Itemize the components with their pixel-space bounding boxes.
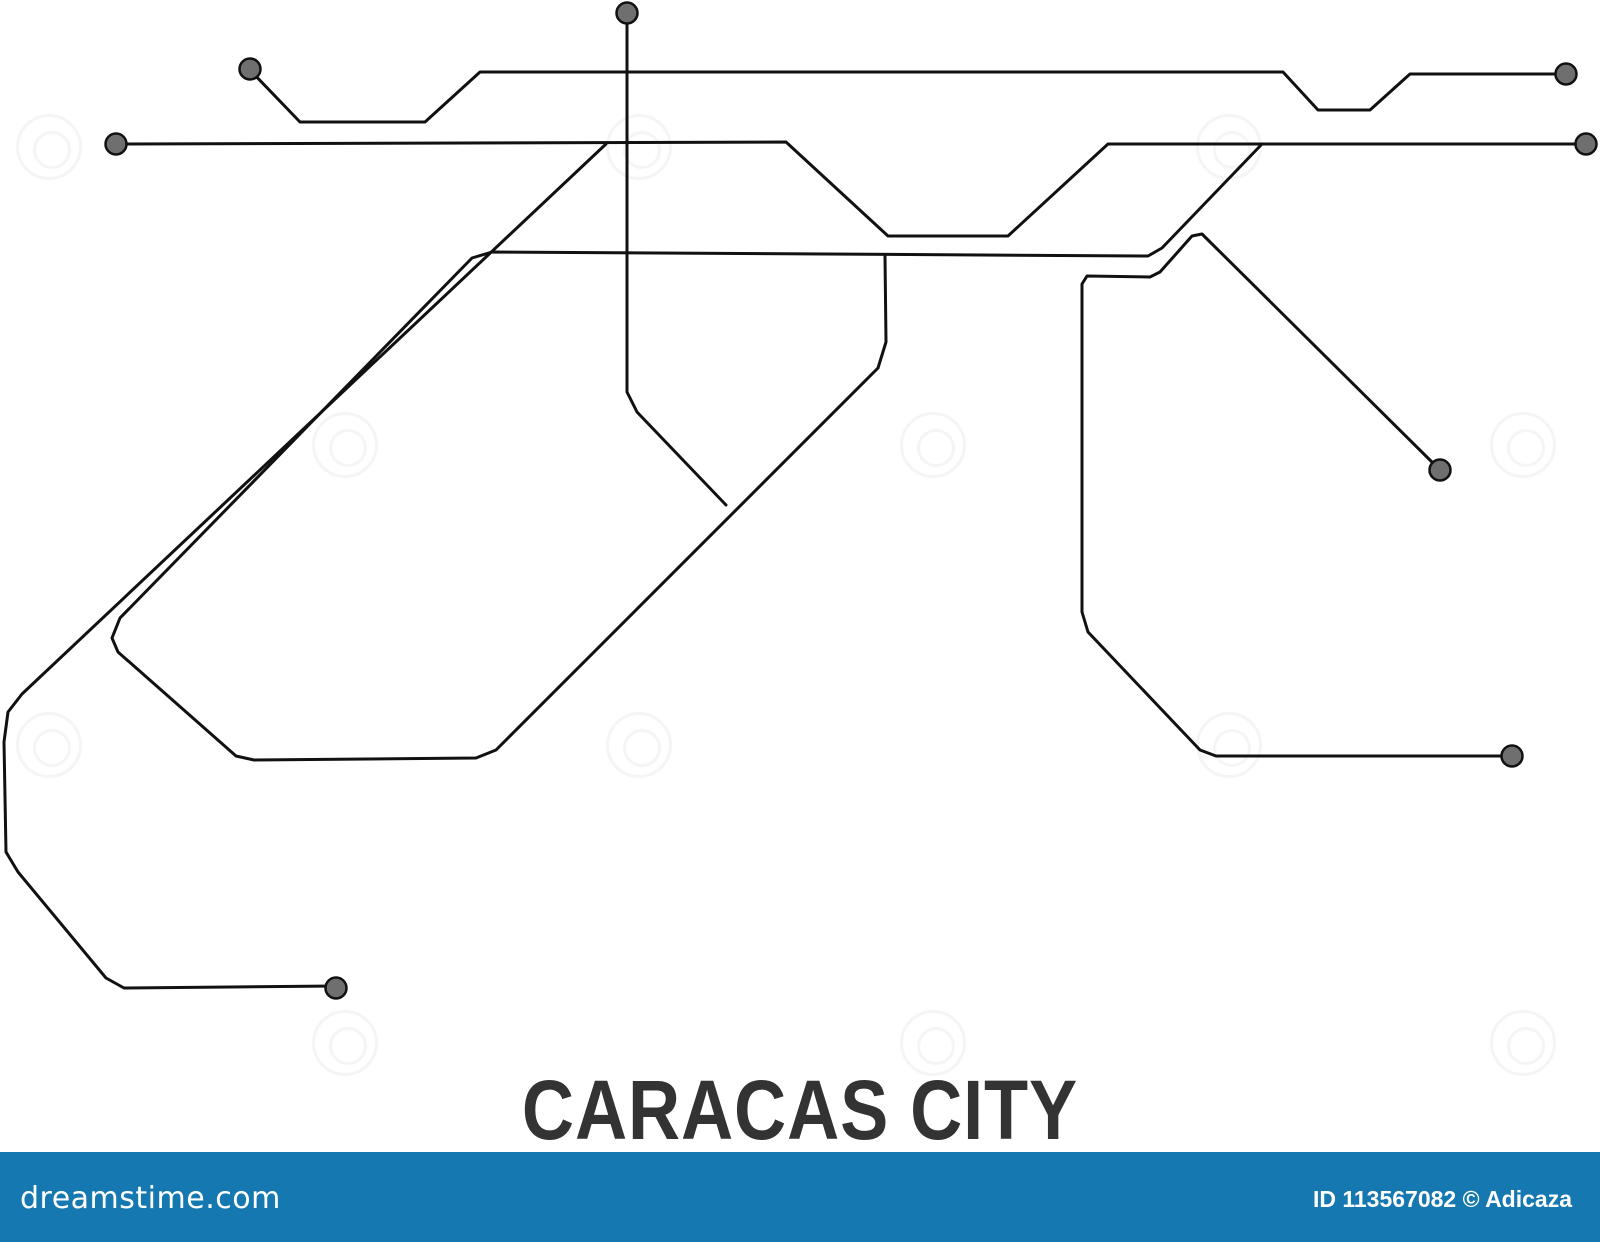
terminal-station-icon: [104, 132, 128, 156]
map-title: CARACAS CITY: [521, 1063, 1079, 1157]
watermark-icon: [900, 412, 966, 478]
watermark-icon: [312, 1010, 378, 1076]
terminal-station-icon: [238, 57, 262, 81]
watermark-icon: [606, 712, 672, 778]
footer-bar: dreamstime.com ID 113567082 © Adicaza: [0, 1152, 1600, 1242]
footer-image-credit: ID 113567082 © Adicaza: [1312, 1186, 1572, 1212]
watermark-icon: [1490, 412, 1556, 478]
watermark-icon: [312, 412, 378, 478]
metro-line-north-south: [625, 10, 728, 507]
terminal-station-icon: [1500, 744, 1524, 768]
metro-line-east-west: [114, 140, 1588, 238]
watermark-icon: [900, 1010, 966, 1076]
terminal-station-icon: [615, 1, 639, 25]
watermark-icon: [1490, 1010, 1556, 1076]
terminal-station-icon: [1574, 132, 1598, 156]
metro-line-loop: [110, 142, 1264, 762]
terminal-station-icon: [324, 976, 348, 1000]
watermark-icon: [606, 114, 672, 180]
metro-line-east: [1080, 232, 1514, 758]
watermark-icon: [1196, 712, 1262, 778]
metro-line-southwest: [2, 142, 608, 990]
metro-line-top: [248, 68, 1568, 124]
watermark-icon: [16, 712, 82, 778]
terminal-station-icon: [1554, 62, 1578, 86]
watermark-icon: [16, 114, 82, 180]
terminal-station-icon: [1428, 458, 1452, 482]
footer-brand-logo[interactable]: dreamstime.com: [20, 1181, 281, 1216]
